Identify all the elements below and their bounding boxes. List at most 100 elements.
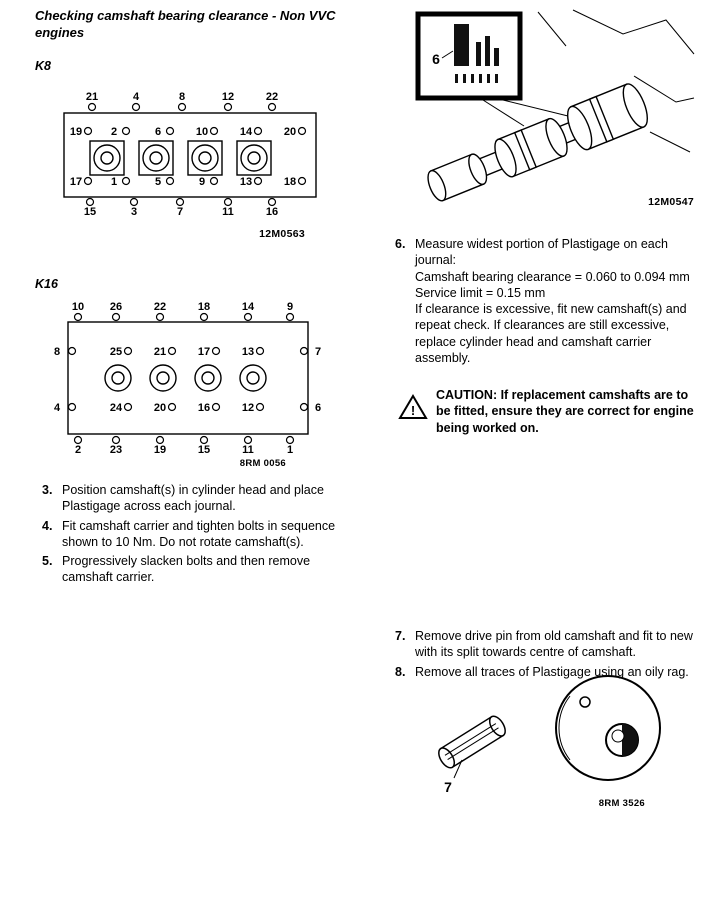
k8-bolt-numbers: 21 4 8 12 22 19 2 6 10 14 20 17 1 5 9 13… xyxy=(70,91,296,218)
bolt-heads xyxy=(83,102,307,207)
bolt-number: 24 xyxy=(110,402,123,414)
bolt-number: 21 xyxy=(154,346,166,358)
bolt-number: 1 xyxy=(287,444,293,456)
step-item-3: 3. Position camshaft(s) in cylinder head… xyxy=(42,482,342,515)
bolt-number: 11 xyxy=(222,206,234,218)
k16-bolt-numbers: 10 26 22 18 14 9 8 25 21 17 13 7 4 24 20… xyxy=(54,301,321,456)
k16-figure: 10 26 22 18 14 9 8 25 21 17 13 7 4 24 20… xyxy=(46,298,331,471)
step6-line: Camshaft bearing clearance = 0.060 to 0.… xyxy=(415,269,690,284)
bolt-number: 12 xyxy=(222,91,234,103)
step-item-8: 8. Remove all traces of Plastigage using… xyxy=(395,664,707,680)
camshaft-end-drawing xyxy=(555,675,661,781)
step-item-6: 6. Measure widest portion of Plastigage … xyxy=(395,236,695,366)
callout-arrow xyxy=(441,50,454,59)
bolt-number: 18 xyxy=(284,176,296,188)
bolt-number: 17 xyxy=(198,346,210,358)
leader-line xyxy=(453,759,463,779)
bolt-number: 6 xyxy=(315,402,321,414)
bolt-number: 1 xyxy=(111,176,117,188)
cam-follower-details xyxy=(89,140,272,176)
step-text: Fit camshaft carrier and tighten bolts i… xyxy=(62,518,336,549)
step-text: Position camshaft(s) in cylinder head an… xyxy=(62,483,324,514)
bolt-heads xyxy=(67,312,309,445)
step6-line: Service limit = 0.15 mm xyxy=(415,285,546,300)
bolt-number: 16 xyxy=(266,206,278,218)
bolt-number: 8 xyxy=(54,346,60,358)
bolt-number: 25 xyxy=(110,346,122,358)
figure-caption: 8RM 0056 xyxy=(239,458,286,470)
plastigage-figure: 6 12M0547 xyxy=(398,6,700,212)
steps-7-to-8: 7. Remove drive pin from old camshaft an… xyxy=(395,628,707,683)
section-label-k16: K16 xyxy=(35,277,58,291)
step-number: 8. xyxy=(395,664,406,679)
bolt-number: 22 xyxy=(266,91,278,103)
figure-caption: 8RM 3526 xyxy=(598,797,645,809)
bolt-number: 6 xyxy=(155,126,161,138)
plastigage-strip xyxy=(588,95,615,143)
bolt-number: 11 xyxy=(242,444,254,456)
cam-bore-details xyxy=(104,364,267,392)
bolt-number: 4 xyxy=(133,91,140,103)
step6-line: Measure widest portion of Plastigage on … xyxy=(415,237,668,268)
cylinder-head-outline xyxy=(63,112,317,198)
step-number: 5. xyxy=(42,554,53,568)
figure-caption: 12M0547 xyxy=(648,196,694,209)
k8-figure: 21 4 8 12 22 19 2 6 10 14 20 17 1 5 9 13… xyxy=(50,90,330,242)
caution-text: CAUTION: If replacement camshafts are to… xyxy=(436,388,694,435)
bolt-number: 5 xyxy=(155,176,161,188)
bolt-number: 2 xyxy=(111,126,117,138)
bolt-number: 10 xyxy=(72,301,84,313)
drive-pin-drawing: 7 xyxy=(438,675,661,795)
step-text: Remove all traces of Plastigage using an… xyxy=(415,664,689,679)
step-text: Remove drive pin from old camshaft and f… xyxy=(415,629,693,660)
bolt-number: 16 xyxy=(198,402,210,414)
bolt-number: 4 xyxy=(54,402,61,414)
warning-triangle-icon: ! xyxy=(398,394,428,419)
bolt-number: 15 xyxy=(84,206,96,218)
bolt-number: 23 xyxy=(110,444,122,456)
bolt-number: 12 xyxy=(242,402,254,414)
bolt-number: 13 xyxy=(242,346,254,358)
bolt-number: 17 xyxy=(70,176,82,188)
bolt-number: 13 xyxy=(240,176,252,188)
bolt-number: 20 xyxy=(284,126,296,138)
page-title: Checking camshaft bearing clearance - No… xyxy=(35,8,336,40)
bolt-number: 19 xyxy=(70,126,82,138)
step-number: 6. xyxy=(395,237,406,251)
bolt-number: 9 xyxy=(199,176,205,188)
section-label-k8: K8 xyxy=(35,59,51,73)
step-text: Measure widest portion of Plastigage on … xyxy=(415,236,695,366)
bolt-number: 19 xyxy=(154,444,166,456)
callout-number: 6 xyxy=(432,51,440,67)
step-item-7: 7. Remove drive pin from old camshaft an… xyxy=(395,628,707,661)
bolt-number: 18 xyxy=(198,301,210,313)
leader-line xyxy=(502,99,569,117)
plastigage-scale-inset: 6 xyxy=(415,11,523,101)
bolt-number: 15 xyxy=(198,444,210,456)
plastigage-strip xyxy=(513,129,538,171)
plastigage-measurement-drawing: 6 xyxy=(415,9,695,202)
step-number: 3. xyxy=(42,483,53,497)
warning-exclamation: ! xyxy=(411,403,415,418)
drive-pin-figure: 7 8RM 3526 xyxy=(400,658,700,818)
callout-number: 7 xyxy=(444,779,452,795)
caution-block: ! CAUTION: If replacement camshafts are … xyxy=(398,387,706,436)
bolt-number: 7 xyxy=(177,206,183,218)
bolt-number: 10 xyxy=(196,126,208,138)
step-item-4: 4. Fit camshaft carrier and tighten bolt… xyxy=(42,518,342,551)
bolt-number: 14 xyxy=(240,126,253,138)
bolt-number: 14 xyxy=(242,301,255,313)
step-number: 7. xyxy=(395,629,406,643)
bolt-number: 8 xyxy=(179,91,185,103)
bolt-number: 20 xyxy=(154,402,166,414)
figure-caption: 12M0563 xyxy=(259,228,305,241)
step-text: Progressively slacken bolts and then rem… xyxy=(62,554,311,585)
bolt-number: 26 xyxy=(110,301,122,313)
bolt-number: 9 xyxy=(287,301,293,313)
step-item-5: 5. Progressively slacken bolts and then … xyxy=(42,553,342,586)
bolt-number: 2 xyxy=(75,444,81,456)
bolt-number: 22 xyxy=(154,301,166,313)
bolt-number: 21 xyxy=(86,91,98,103)
k8-bolt-sequence-diagram: 21 4 8 12 22 19 2 6 10 14 20 17 1 5 9 13… xyxy=(63,91,317,218)
engine-background-lines xyxy=(537,9,695,153)
